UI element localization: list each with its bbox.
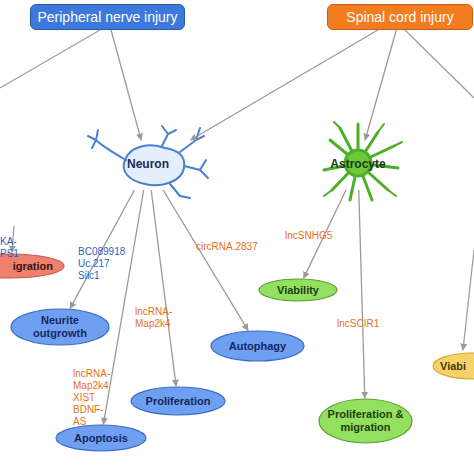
node-text: Peripheral nerve injury (37, 9, 177, 25)
injury-header: Spinal cord injury (327, 4, 473, 30)
node-text: Spinal cord injury (346, 9, 453, 25)
node-text: Autophagy (229, 340, 286, 353)
node-text: Viabi (440, 360, 466, 373)
edge-label: lncSNHG5 (285, 230, 332, 242)
node-text: igration (13, 260, 53, 273)
connector-arrow (70, 190, 134, 308)
outcome-ellipse: Proliferation (130, 386, 226, 416)
edge-label: circRNA.2837 (196, 241, 258, 253)
ellipse-shape (211, 331, 304, 361)
edge-label: lncRNA-Map2k4 (135, 306, 172, 330)
cell-node: Neuron (98, 140, 198, 190)
outcome-ellipse: Autophagy (210, 330, 305, 362)
connector-arrow (151, 190, 176, 386)
edge-label: BC089918 Uc.217 Silc1 (78, 246, 125, 282)
outcome-ellipse: Neurite outgrowth (10, 308, 110, 346)
ellipse-shape (319, 399, 412, 443)
connector-arrow (359, 190, 365, 398)
node-text: Neuron (127, 158, 169, 172)
ellipse-shape (433, 353, 474, 379)
edge-label: lncRNA-Map2k4 XIST BDNF-AS (73, 368, 110, 428)
leader-line (0, 30, 100, 88)
edge-label: lncSCIR1 (337, 318, 379, 330)
connector-arrow (365, 30, 396, 140)
node-text: Viability (277, 284, 319, 297)
neuron-icon (88, 126, 208, 198)
outcome-ellipse: Viabi (432, 352, 474, 380)
node-text: Astrocyte (330, 158, 385, 172)
node-text: Apoptosis (74, 432, 128, 445)
gene-label: KA-PS1 (0, 236, 19, 260)
leader-arrow (463, 250, 474, 350)
ellipse-shape (56, 425, 146, 451)
outcome-ellipse: Proliferation & migration (318, 398, 413, 444)
node-text: Proliferation (146, 395, 211, 408)
outcome-ellipse: Viability (258, 278, 338, 302)
ellipse-shape (11, 309, 109, 345)
outcome-ellipse: Apoptosis (55, 424, 147, 452)
ellipse-shape (131, 387, 225, 415)
injury-header: Peripheral nerve injury (30, 4, 185, 30)
connector-arrow (191, 30, 378, 140)
astrocyte-icon (324, 122, 402, 200)
node-text: Proliferation & migration (327, 408, 405, 433)
cell-node: Astrocyte (318, 140, 398, 190)
node-text: Neurite outgrowth (24, 314, 96, 339)
connector-arrow (163, 190, 248, 330)
leader-line (405, 30, 474, 98)
ellipse-shape (259, 279, 337, 301)
connector-arrow (111, 30, 141, 140)
